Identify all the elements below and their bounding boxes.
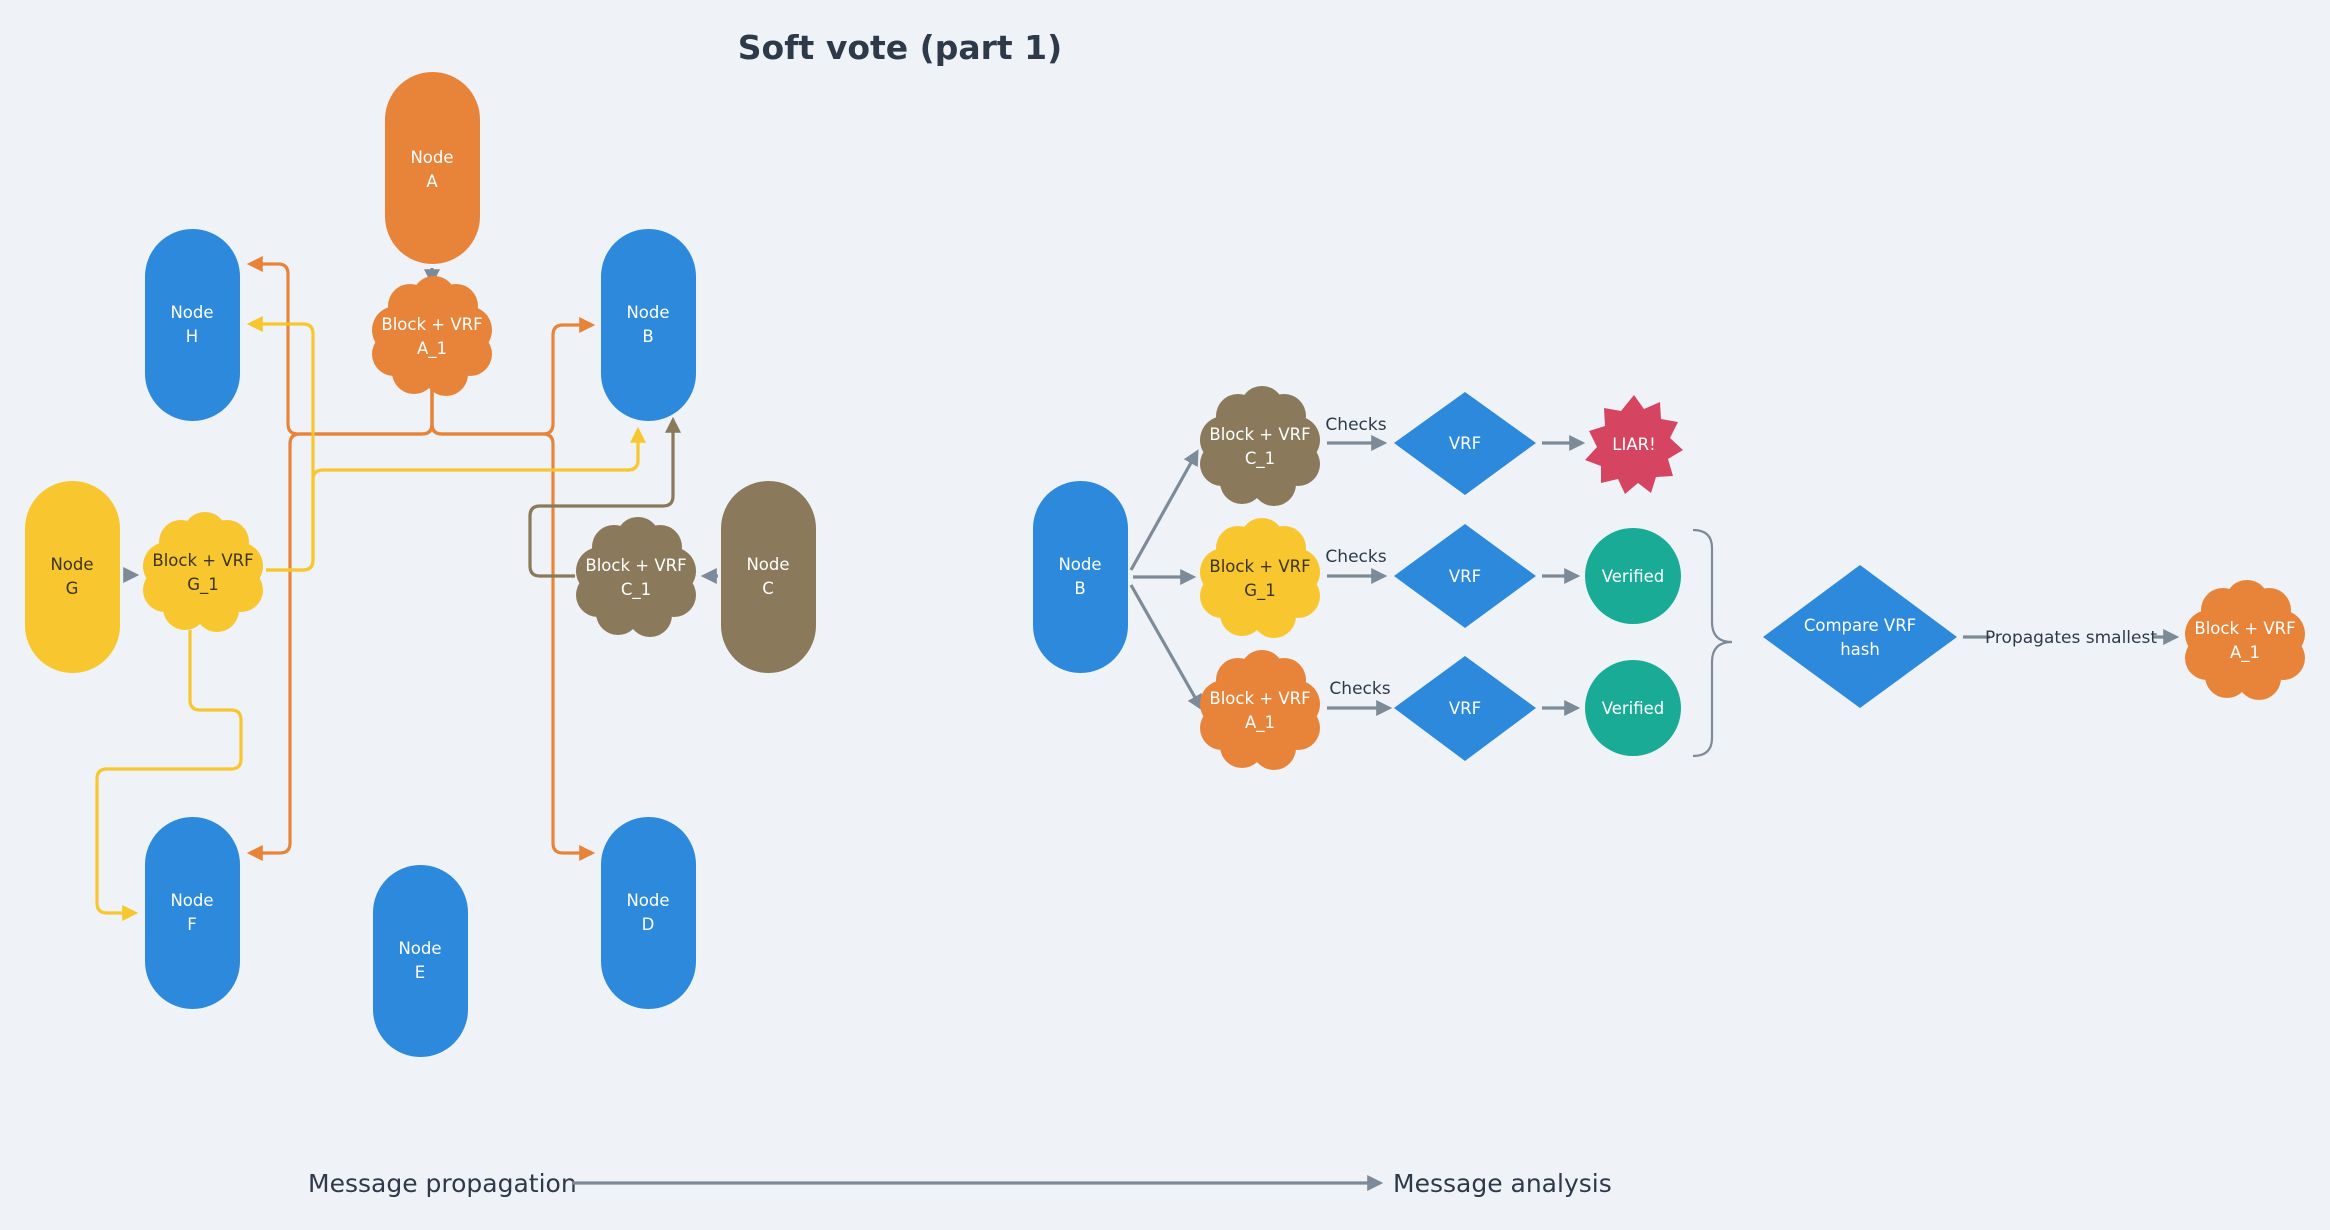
svg-text:C_1: C_1 — [621, 580, 651, 600]
svg-text:G_1: G_1 — [187, 575, 219, 595]
node-e: Node E — [373, 865, 468, 1057]
verified-badge-row3: Verified — [1585, 660, 1681, 756]
grouping-brace — [1692, 528, 1733, 758]
svg-text:C: C — [762, 579, 774, 598]
svg-text:Block + VRF: Block + VRF — [381, 315, 482, 334]
compare-vrf-hash-diamond: Compare VRF hash — [1763, 565, 1957, 708]
verified-badge-row2: Verified — [1585, 528, 1681, 624]
svg-text:Node: Node — [626, 303, 669, 322]
svg-text:Node: Node — [1058, 555, 1101, 574]
svg-text:B: B — [642, 327, 653, 346]
svg-text:Block + VRF: Block + VRF — [1209, 557, 1310, 576]
svg-text:LIAR!: LIAR! — [1612, 435, 1655, 454]
svg-text:hash: hash — [1840, 640, 1880, 659]
svg-text:Node: Node — [170, 891, 213, 910]
node-c: Node C — [721, 481, 816, 673]
node-b-left: Node B — [601, 229, 696, 421]
node-b-analysis: Node B — [1033, 481, 1128, 673]
svg-text:D: D — [642, 915, 655, 934]
checks-label-row2: Checks — [1325, 547, 1386, 567]
svg-text:Compare VRF: Compare VRF — [1804, 616, 1916, 635]
edge-g1-to-b — [266, 426, 646, 572]
propagates-smallest-label: Propagates smallest — [1985, 628, 2157, 648]
node-g: Node G — [25, 481, 120, 673]
svg-text:Block + VRF: Block + VRF — [2194, 619, 2295, 638]
svg-text:Node: Node — [626, 891, 669, 910]
vrf-diamond-row1: VRF — [1394, 392, 1536, 495]
edge-c1-to-b — [528, 416, 681, 578]
final-cloud-a1: Block + VRF A_1 — [2185, 580, 2305, 700]
edge-g1-to-h — [246, 316, 315, 572]
liar-badge: LIAR! — [1585, 395, 1683, 494]
svg-text:VRF: VRF — [1449, 434, 1481, 453]
message-cloud-c1: Block + VRF C_1 — [576, 517, 696, 637]
svg-text:E: E — [415, 963, 425, 982]
svg-text:Node: Node — [50, 555, 93, 574]
analysis-cloud-g1: Block + VRF G_1 — [1200, 518, 1320, 638]
svg-text:Block + VRF: Block + VRF — [1209, 425, 1310, 444]
svg-text:Verified: Verified — [1602, 699, 1665, 718]
node-a: Node A — [385, 72, 480, 264]
svg-text:Block + VRF: Block + VRF — [1209, 689, 1310, 708]
svg-text:A: A — [426, 172, 438, 191]
page-title: Soft vote (part 1) — [738, 28, 1062, 67]
svg-text:G: G — [66, 579, 79, 598]
node-h: Node H — [145, 229, 240, 421]
svg-text:Block + VRF: Block + VRF — [585, 556, 686, 575]
svg-text:Node: Node — [410, 148, 453, 167]
analysis-cloud-c1: Block + VRF C_1 — [1200, 386, 1320, 506]
checks-label-row3: Checks — [1329, 679, 1390, 699]
orange-propagation-lines — [246, 256, 596, 861]
svg-text:H: H — [186, 327, 198, 346]
svg-text:A_1: A_1 — [1245, 713, 1275, 733]
node-d: Node D — [601, 817, 696, 1009]
svg-text:Node: Node — [746, 555, 789, 574]
svg-text:G_1: G_1 — [1244, 581, 1276, 601]
edge-b-to-c1 — [1129, 449, 1199, 571]
footer-message-analysis: Message analysis — [1393, 1169, 1612, 1198]
edge-a1-to-f — [246, 386, 434, 861]
message-cloud-a1: Block + VRF A_1 — [372, 276, 492, 396]
vrf-diamond-row3: VRF — [1394, 656, 1536, 761]
vrf-diamond-row2: VRF — [1394, 524, 1536, 628]
analysis-arrows — [1129, 435, 2180, 758]
footer-message-propagation: Message propagation — [308, 1169, 577, 1198]
edge-a1-to-d — [430, 386, 596, 861]
checks-label-row1: Checks — [1325, 415, 1386, 435]
edge-g1-to-f — [95, 630, 243, 921]
svg-text:A_1: A_1 — [2230, 643, 2260, 663]
yellow-propagation-lines — [95, 316, 646, 921]
svg-text:C_1: C_1 — [1245, 449, 1275, 469]
svg-text:VRF: VRF — [1449, 699, 1481, 718]
svg-text:Node: Node — [170, 303, 213, 322]
svg-text:A_1: A_1 — [417, 339, 447, 359]
svg-text:B: B — [1074, 579, 1085, 598]
svg-text:Node: Node — [398, 939, 441, 958]
analysis-cloud-a1: Block + VRF A_1 — [1200, 650, 1320, 770]
edge-b-to-a1 — [1129, 584, 1203, 711]
svg-text:Block + VRF: Block + VRF — [152, 551, 253, 570]
svg-text:F: F — [187, 915, 197, 934]
svg-text:VRF: VRF — [1449, 567, 1481, 586]
svg-text:Verified: Verified — [1602, 567, 1665, 586]
brown-propagation-lines — [528, 416, 681, 578]
node-f: Node F — [145, 817, 240, 1009]
message-cloud-g1: Block + VRF G_1 — [143, 512, 263, 632]
